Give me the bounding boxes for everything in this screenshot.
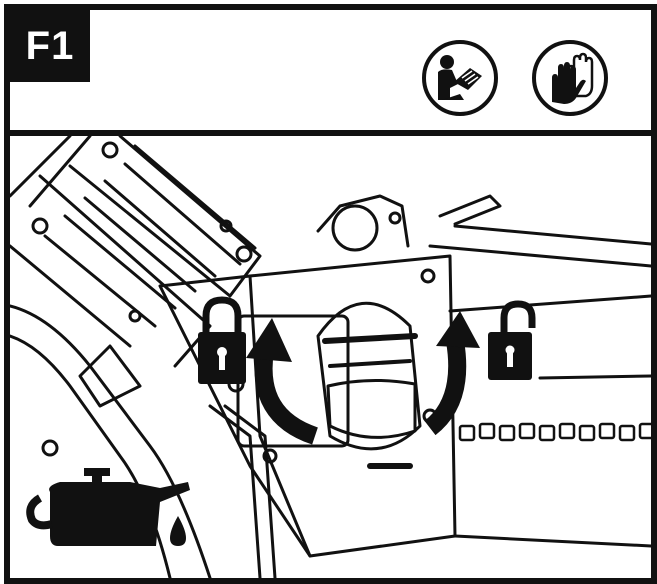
instruction-figure-frame: F1: [4, 4, 657, 584]
rotate-unlock-arrow: [424, 311, 480, 436]
wear-gloves-icon: [530, 38, 610, 118]
figure-header: F1: [10, 10, 651, 136]
read-manual-icon: [420, 38, 500, 118]
rotate-lock-arrow: [246, 318, 319, 445]
figure-label-badge: F1: [10, 10, 90, 82]
chainsaw-diagram: [10, 136, 651, 578]
lock-icon: [198, 296, 246, 384]
oil-can-icon: [26, 468, 190, 546]
unlock-icon: [488, 300, 536, 380]
